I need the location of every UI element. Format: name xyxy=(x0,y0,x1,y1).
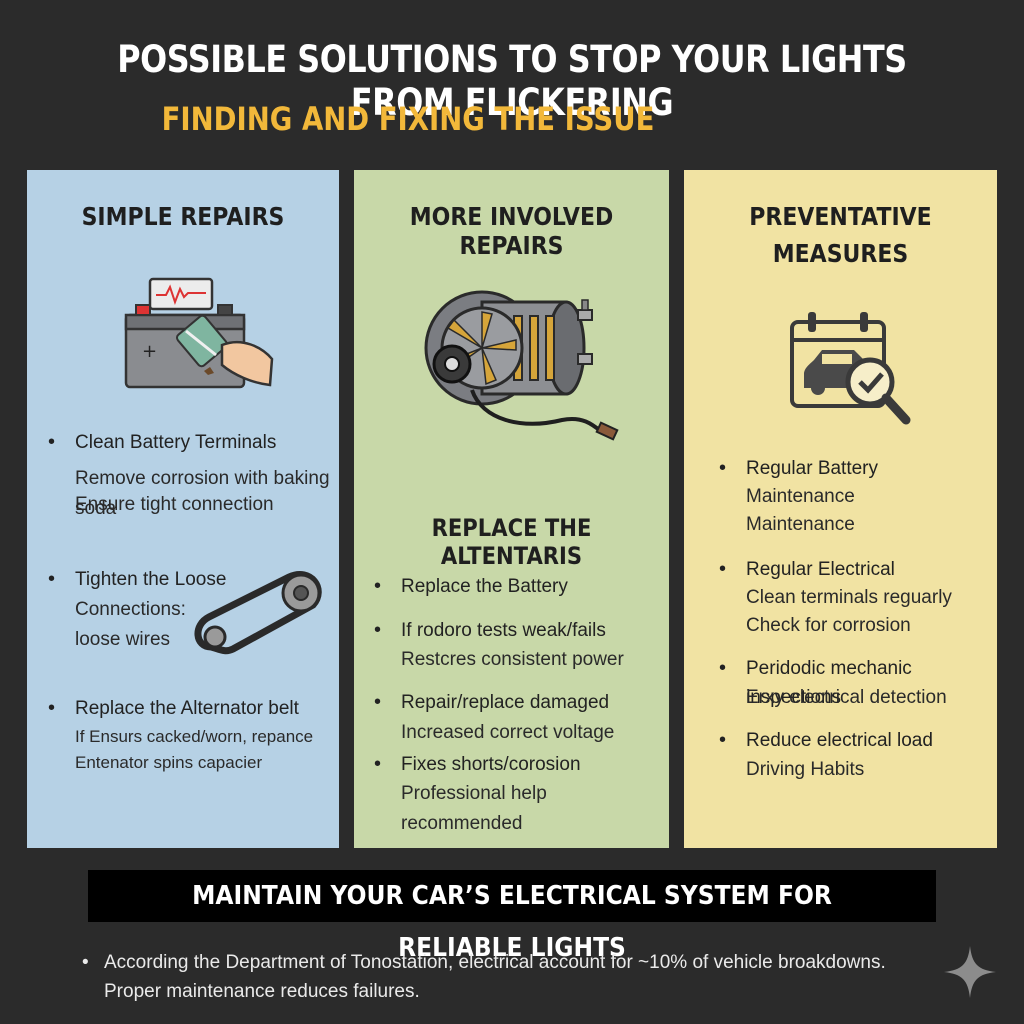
page-title: POSSIBLE SOLUTIONS TO STOP YOUR LIGHTS F… xyxy=(117,38,907,124)
bottom-banner: MAINTAIN YOUR CAR’S ELECTRICAL SYSTEM FO… xyxy=(88,870,936,963)
item-label: Peridodic mechanic inspections xyxy=(746,658,912,708)
item-label: Regular Battery xyxy=(746,458,879,479)
list-item: • Peridodic mechanic inspections xyxy=(719,654,997,712)
item-detail: Clean terminals reguarly xyxy=(746,587,952,608)
banner-text: MAINTAIN YOUR CAR’S ELECTRICAL SYSTEM FO… xyxy=(192,881,832,963)
calendar-car-check-icon xyxy=(788,310,928,430)
footer-line-1: According the Department of Tonostation,… xyxy=(104,952,886,973)
panel-title: SIMPLE REPAIRS xyxy=(81,202,285,231)
panel-title-line2: MEASURES xyxy=(772,239,909,268)
item-detail: Entenator spins capacier xyxy=(75,753,263,772)
alternator-icon xyxy=(412,280,622,460)
item-detail: Restcres consistent power xyxy=(401,649,624,670)
item-label: Replace the Battery xyxy=(401,576,568,597)
sparkle-icon xyxy=(940,942,1000,1002)
item-label: Reduce electrical load xyxy=(746,730,933,751)
panel-more-involved-repairs: MORE INVOLVED REPAIRS xyxy=(354,170,669,848)
list-item: • Fixes shorts/corosion xyxy=(374,750,581,779)
item-detail: Connections: xyxy=(75,599,186,620)
list-item: • Regular Electrical xyxy=(719,555,895,584)
item-detail: Driving Habits xyxy=(746,759,865,780)
footer-note: • According the Department of Tonostatio… xyxy=(82,948,964,1006)
item-detail: Erxy electrical detection xyxy=(746,687,947,708)
battery-cleaning-icon: + xyxy=(122,275,282,405)
item-label: If rodoro tests weak/fails xyxy=(401,620,606,641)
item-detail: Maintenance xyxy=(746,514,855,535)
list-item: • Clean Battery Terminals xyxy=(48,428,277,457)
item-label: Repair/replace damaged xyxy=(401,692,610,713)
page-subtitle: FINDING AND FIXING THE ISSUE xyxy=(161,100,655,138)
item-detail: Check for corrosion xyxy=(746,615,911,636)
list-item: • Regular Battery xyxy=(719,454,879,483)
item-detail: If Ensurs cacked/worn, repance xyxy=(75,727,314,746)
list-item: • Tighten the Loose xyxy=(48,565,227,594)
svg-text:+: + xyxy=(142,341,157,362)
list-item: • Reduce electrical load xyxy=(719,726,933,755)
panel-simple-repairs: SIMPLE REPAIRS + • Clean Battery Termina… xyxy=(27,170,339,848)
item-label: Fixes shorts/corosion xyxy=(401,754,581,775)
list-item: • If rodoro tests weak/fails xyxy=(374,616,606,645)
item-label: Tighten the Loose xyxy=(75,569,227,590)
panel-preventative-measures: PREVENTATIVE MEASURES • Regular Battery … xyxy=(684,170,997,848)
panel-title: MORE INVOLVED REPAIRS xyxy=(409,202,614,260)
item-detail: Ensure tight connection xyxy=(75,494,274,515)
item-detail: Remove corrosion with baking soda xyxy=(75,468,330,519)
item-label: Replace the Alternator belt xyxy=(75,698,299,719)
list-item: • Repair/replace damaged xyxy=(374,688,610,717)
panel-title-line1: PREVENTATIVE xyxy=(749,202,932,231)
item-detail: Maintenance xyxy=(746,486,855,507)
item-detail: loose wires xyxy=(75,629,171,650)
item-detail: Increased correct voltage xyxy=(401,722,615,743)
item-label: Clean Battery Terminals xyxy=(75,432,277,453)
footer-line-2: Proper maintenance reduces failures. xyxy=(104,981,420,1002)
panel-subtitle: REPLACE THE ALTENTARIS xyxy=(431,514,592,570)
item-detail: Professional help recommended xyxy=(401,783,547,834)
item-label: Regular Electrical xyxy=(746,559,895,580)
belt-pulley-icon xyxy=(189,565,329,660)
list-item: • Replace the Battery xyxy=(374,572,568,601)
list-item: • Replace the Alternator belt xyxy=(48,694,299,723)
